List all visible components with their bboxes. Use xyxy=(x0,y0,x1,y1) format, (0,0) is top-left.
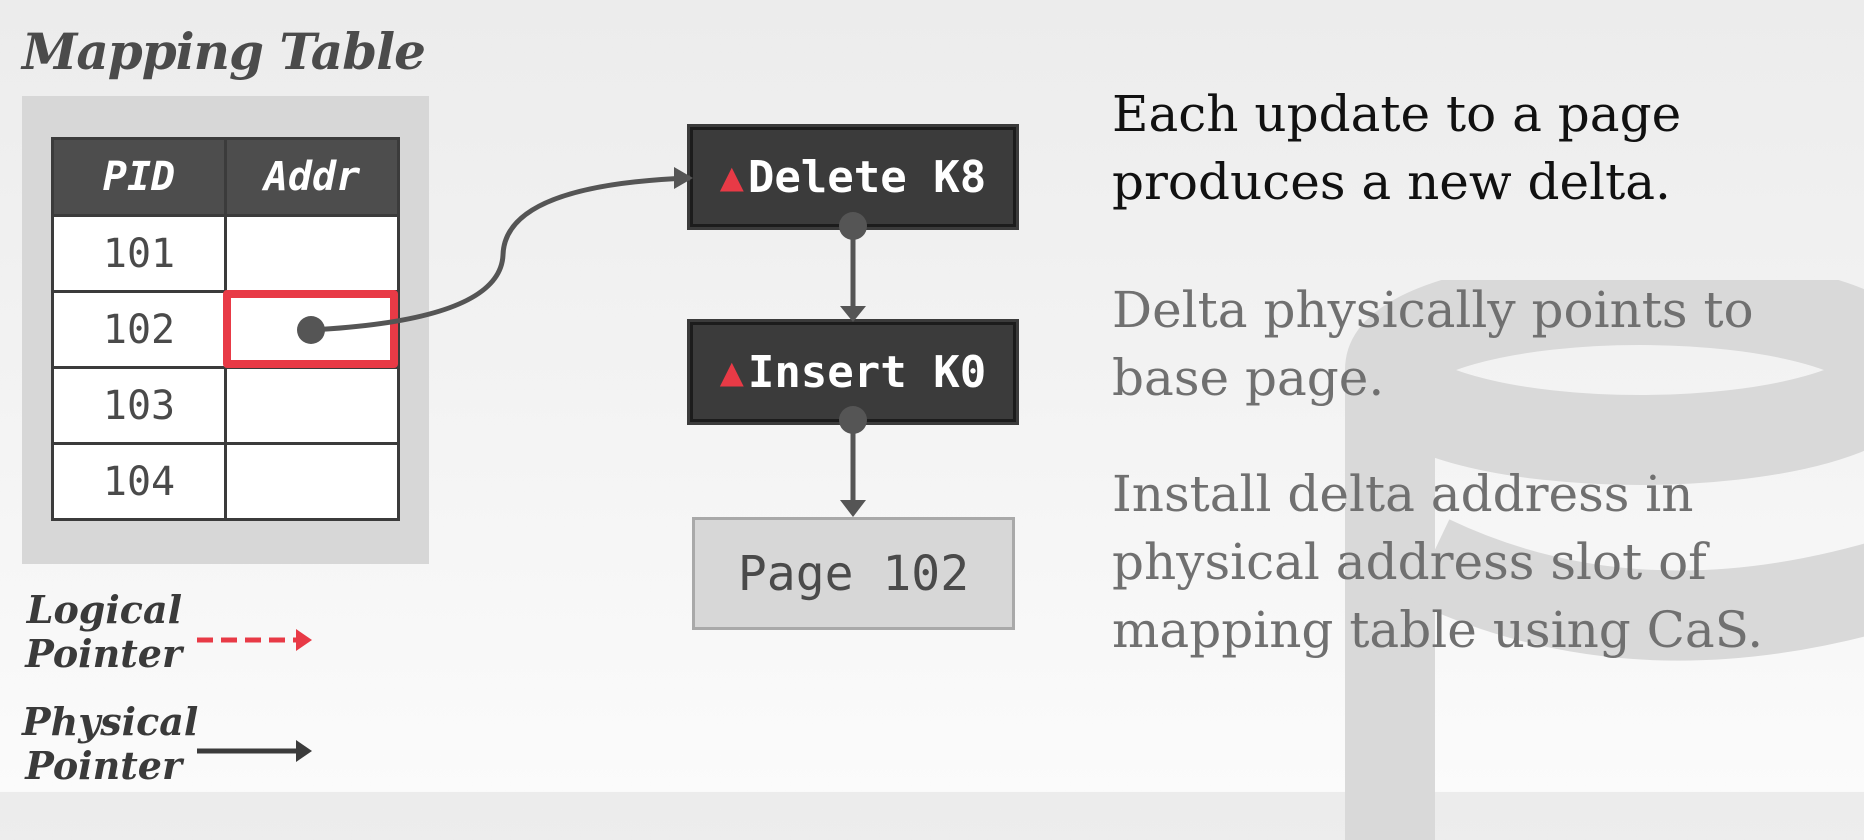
addr-cell xyxy=(224,442,400,521)
base-page-label: Page 102 xyxy=(737,545,970,602)
legend-logical-label: Logical Pointer xyxy=(25,587,182,676)
table-header-row: PID Addr xyxy=(51,137,400,217)
pointer-connectors xyxy=(197,167,867,762)
database-watermark-icon xyxy=(1345,280,1864,840)
legend-physical-label: Physical Pointer xyxy=(22,699,199,788)
column-header-addr: Addr xyxy=(224,137,400,217)
mapping-table: PID Addr 101 102 103 104 xyxy=(51,137,400,521)
pid-cell: 101 xyxy=(51,214,227,293)
table-row: 101 xyxy=(51,214,400,293)
pid-cell: 103 xyxy=(51,366,227,445)
addr-slot-highlight xyxy=(223,290,398,368)
delta-node-insert: ▲ Insert K0 xyxy=(687,319,1019,425)
column-header-pid: PID xyxy=(51,137,227,217)
table-row: 102 xyxy=(51,290,400,369)
mapping-table-panel: PID Addr 101 102 103 104 xyxy=(22,96,429,564)
pid-cell: 104 xyxy=(51,442,227,521)
delta-triangle-icon: ▲ xyxy=(719,154,744,200)
physical-pointer-legend-arrow xyxy=(197,740,312,762)
insert-to-page-pointer xyxy=(839,406,867,517)
delta-node-label: Insert K0 xyxy=(747,346,987,398)
delta-node-label: Delete K8 xyxy=(747,151,987,203)
slot-to-delete-pointer xyxy=(297,167,693,344)
addr-cell xyxy=(224,290,400,369)
pid-cell: 102 xyxy=(51,290,227,369)
point-physical-delta: Delta physically points to base page. xyxy=(1112,281,1754,407)
delete-to-insert-pointer xyxy=(839,212,867,322)
delta-triangle-icon: ▲ xyxy=(719,349,744,395)
delta-node-delete: ▲ Delete K8 xyxy=(687,124,1019,230)
addr-cell xyxy=(224,366,400,445)
table-row: 103 xyxy=(51,366,400,445)
point-install-cas: Install delta address in physical addres… xyxy=(1112,465,1764,659)
addr-cell xyxy=(224,214,400,293)
logical-pointer-legend-arrow xyxy=(197,629,312,651)
table-row: 104 xyxy=(51,442,400,521)
base-page-node: Page 102 xyxy=(692,517,1015,630)
headline-text: Each update to a page produces a new del… xyxy=(1112,85,1682,211)
mapping-table-title: Mapping Table xyxy=(22,22,426,81)
